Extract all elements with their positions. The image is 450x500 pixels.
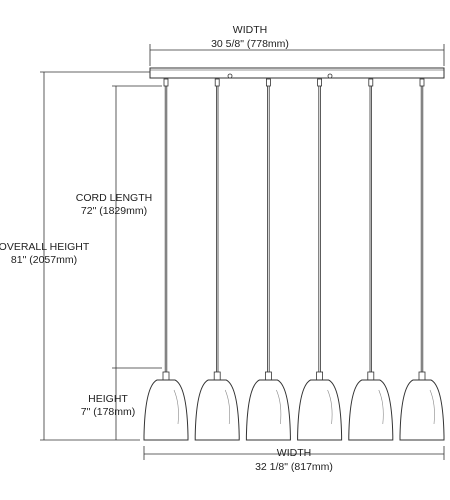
socket-cap [213, 371, 221, 381]
canopy-knob [327, 73, 333, 79]
socket-cap [367, 371, 375, 381]
shade-highlight [276, 389, 282, 425]
glass-shade [245, 379, 291, 441]
top-width-value: 30 5/8" (778mm) [211, 38, 289, 50]
shade-highlight [327, 389, 333, 425]
shade-highlight [173, 389, 179, 425]
cord-fitting [317, 78, 323, 87]
overall-height-title: OVERALL HEIGHT [0, 241, 90, 253]
height-title: HEIGHT [88, 393, 128, 405]
overall-height-value: 81" (2057mm) [10, 254, 78, 266]
bottom-width-value: 32 1/8" (817mm) [255, 461, 333, 473]
shade-highlight [378, 389, 384, 425]
cord-fitting [368, 78, 374, 87]
height-value: 7" (178mm) [80, 406, 136, 418]
glass-shade [297, 379, 343, 441]
glass-shade [194, 379, 240, 441]
shade-highlight [429, 389, 435, 425]
socket-cap [264, 371, 272, 381]
shade-highlight [224, 389, 230, 425]
cord-length-title: CORD LENGTH [75, 192, 153, 204]
glass-shade [399, 379, 445, 441]
cord-fitting [214, 78, 220, 87]
top-width-title: WIDTH [232, 24, 268, 36]
pendants [143, 78, 445, 441]
cord-fitting [265, 78, 271, 87]
cord-fitting [163, 78, 169, 87]
glass-shade [348, 379, 394, 441]
cord-length-value: 72" (1829mm) [80, 205, 148, 217]
socket-cap [316, 371, 324, 381]
canopy-bar [149, 67, 445, 79]
cord-fitting [419, 78, 425, 87]
canopy [149, 67, 445, 79]
dimension-lines [40, 44, 445, 460]
canopy-knob [227, 73, 233, 79]
glass-shade [143, 379, 189, 441]
socket-cap [162, 371, 170, 381]
bottom-width-title: WIDTH [276, 447, 312, 459]
socket-cap [418, 371, 426, 381]
